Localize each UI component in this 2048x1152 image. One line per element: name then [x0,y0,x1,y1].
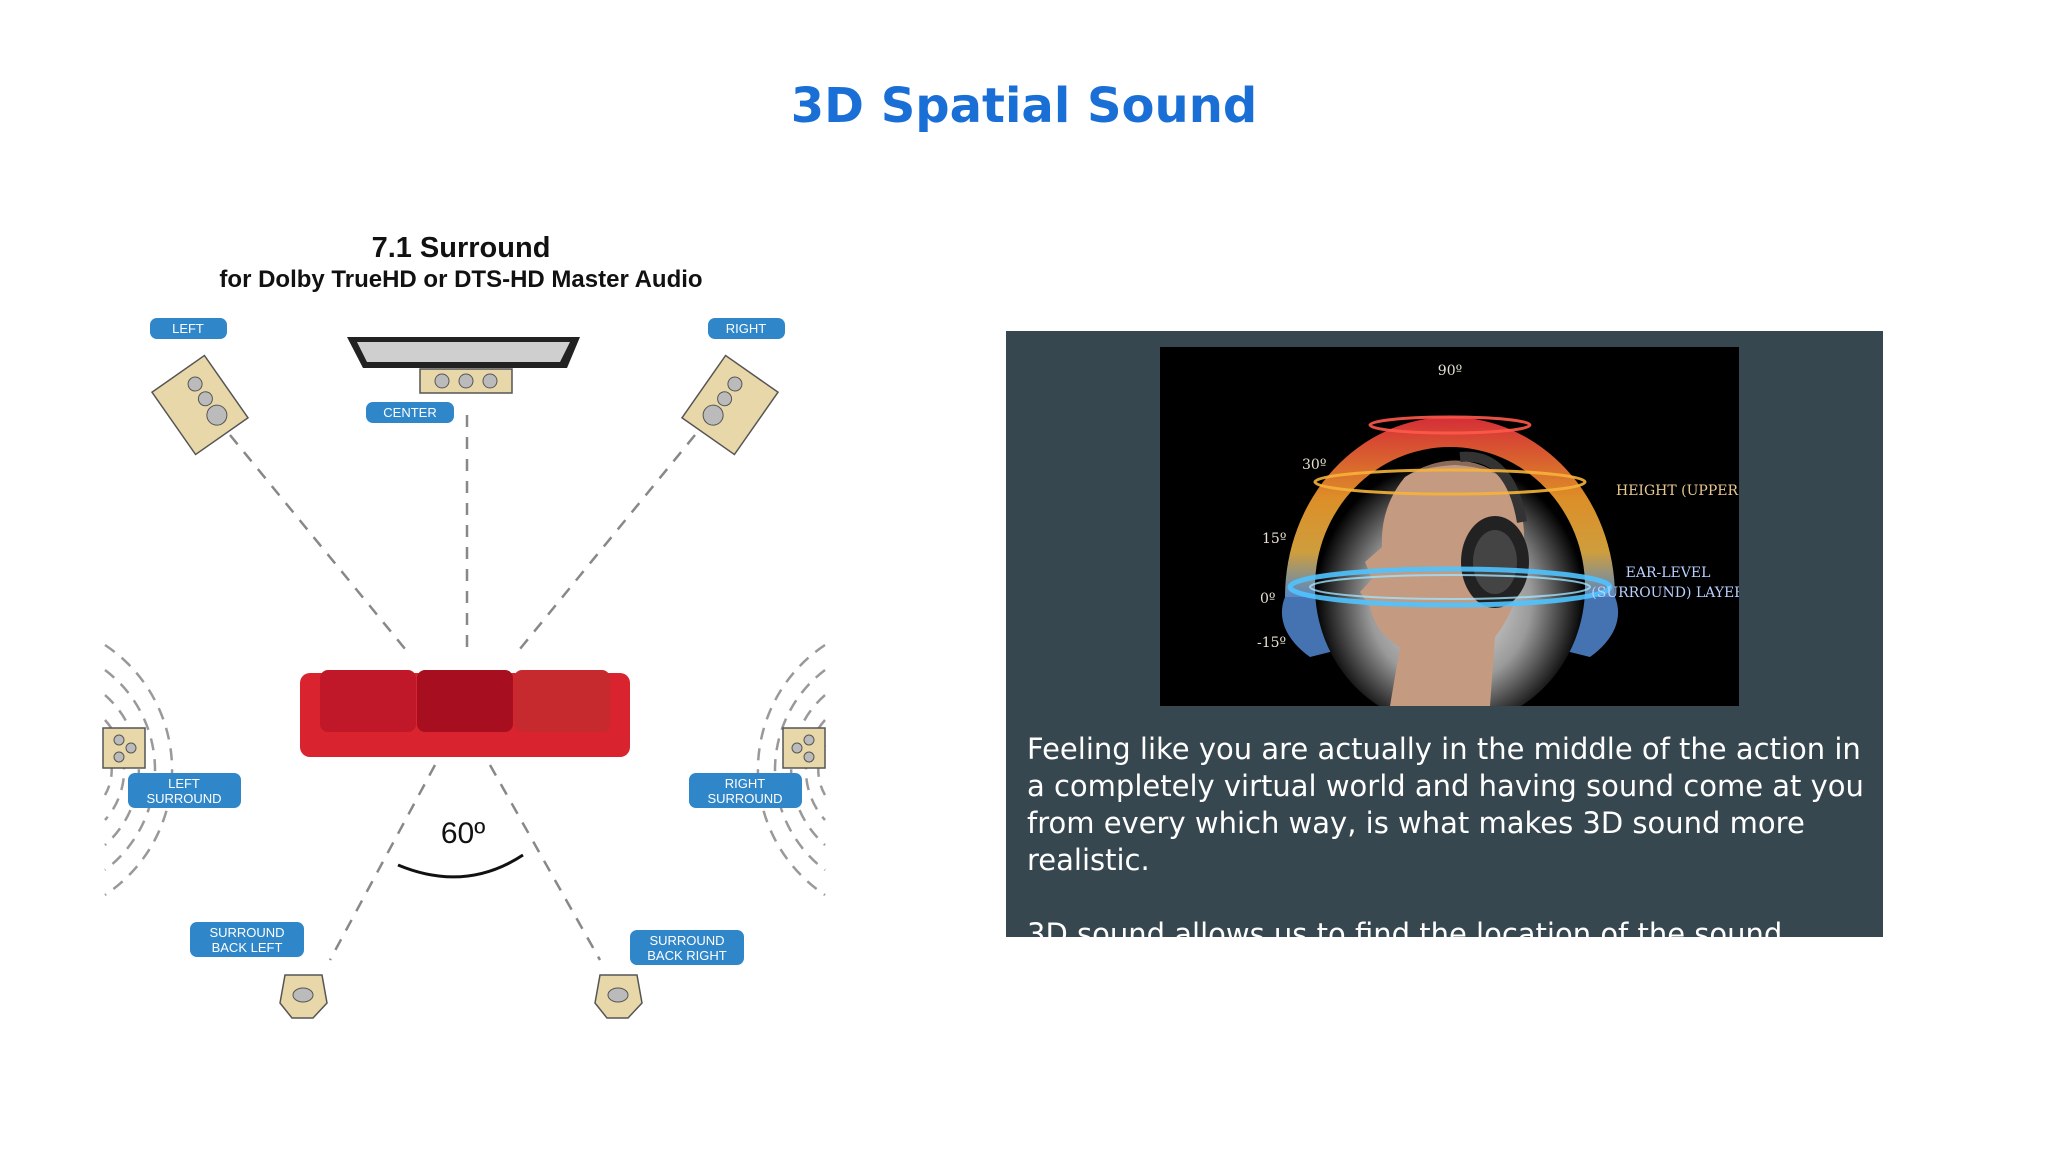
label-right: RIGHT [708,318,785,339]
label-left: LEFT [150,318,227,339]
label-right-surround-line2: SURROUND [707,791,782,806]
panel-paragraph-1: Feeling like you are actually in the mid… [1027,732,1864,877]
left-speaker-icon [150,354,250,456]
label-height-layer: HEIGHT (UPPER) LAYER [1616,483,1739,499]
label-surround-back-left: SURROUND BACK LEFT [190,922,304,957]
headphone-illustration-svg: 90º 30º 15º 0º -15º HEIGHT (UPPER) LAYER… [1160,347,1739,706]
label-right-surround: RIGHT SURROUND [689,773,802,808]
diagram-title: 7.1 Surround [372,232,551,264]
label-left-surround-line2: SURROUND [146,791,221,806]
label-surround-back-right-line2: BACK RIGHT [647,948,727,963]
panel-text: Feeling like you are actually in the mid… [1027,731,1867,990]
surround-diagram-svg: 7.1 Surround for Dolby TrueHD or DTS-HD … [102,232,827,1019]
label-30: 30º [1302,457,1326,473]
right-speaker-icon [680,354,780,456]
label-surround-back-left-line1: SURROUND [209,925,284,940]
label-0: 0º [1260,591,1276,607]
angle-label: 60º [441,817,485,850]
right-sound-waves [756,643,827,897]
surround-back-right-speaker-icon [594,974,643,1019]
label-right-text: RIGHT [726,321,767,336]
tv-icon [347,337,580,368]
label-left-surround: LEFT SURROUND [128,773,241,808]
label-surround-back-right-line1: SURROUND [649,933,724,948]
left-surround-speaker-icon [102,727,146,769]
headphone-illustration: 90º 30º 15º 0º -15º HEIGHT (UPPER) LAYER… [1160,347,1739,706]
label-center-text: CENTER [383,405,436,420]
info-panel: 90º 30º 15º 0º -15º HEIGHT (UPPER) LAYER… [1006,331,1883,988]
speaker-lines [229,415,696,961]
label-15: 15º [1262,531,1286,547]
right-surround-speaker-icon [782,727,826,769]
angle-arc [397,853,524,879]
label-surround-back-right: SURROUND BACK RIGHT [630,930,744,965]
panel-paragraph-2: 3D sound allows us to find the location … [1027,917,1783,988]
label-ear-level-2: (SURROUND) LAYER [1591,585,1739,601]
head-with-headphones [1360,451,1529,706]
surround-diagram: 7.1 Surround for Dolby TrueHD or DTS-HD … [95,225,835,1045]
slide-title: 3D Spatial Sound [790,78,1258,134]
left-sound-waves [103,643,174,897]
hemisphere-band [1285,417,1615,597]
label-surround-back-left-line2: BACK LEFT [212,940,283,955]
label-ear-level-1: EAR-LEVEL [1626,565,1711,581]
label-left-surround-line1: LEFT [168,776,200,791]
label-right-surround-line1: RIGHT [725,776,766,791]
label-90: 90º [1438,363,1462,379]
diagram-subtitle: for Dolby TrueHD or DTS-HD Master Audio [219,266,702,293]
label-center: CENTER [366,402,454,423]
label-minus-15: -15º [1257,635,1286,651]
label-left-text: LEFT [172,321,204,336]
sofa-icon [300,670,630,757]
center-speaker-icon [419,368,513,394]
surround-back-left-speaker-icon [279,974,328,1019]
